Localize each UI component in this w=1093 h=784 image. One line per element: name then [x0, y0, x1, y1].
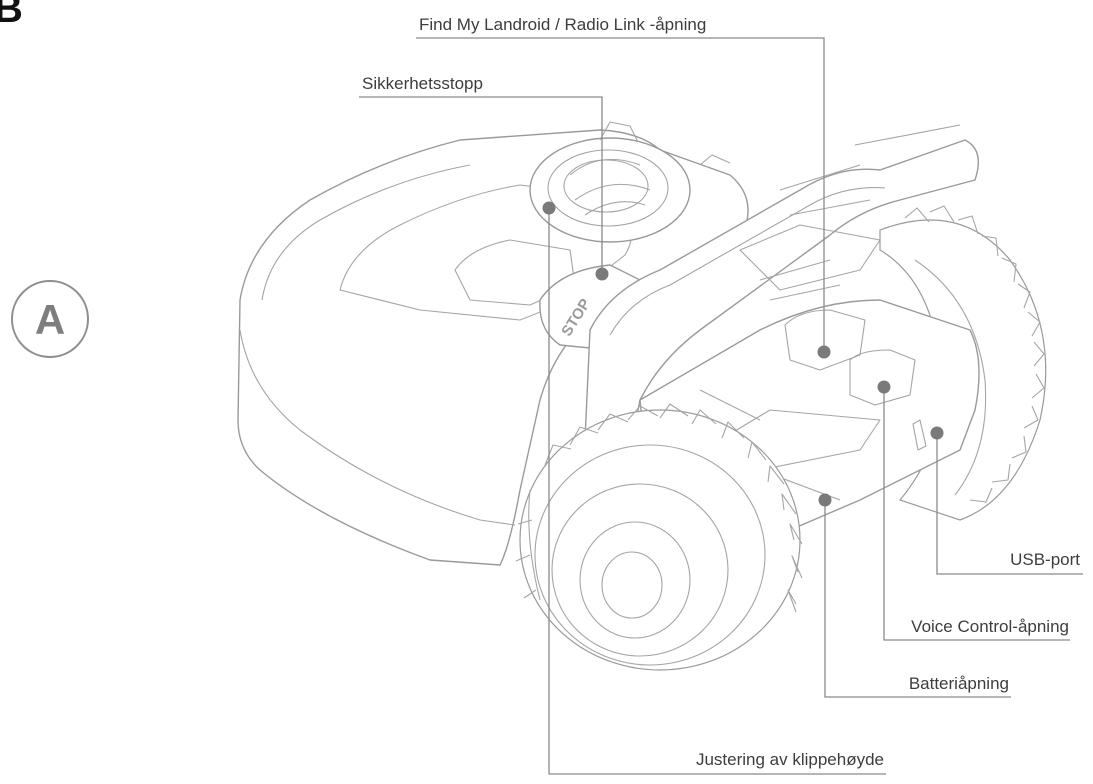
point-battery: [818, 493, 832, 507]
point-usb-port: [930, 426, 944, 440]
corner-label: B: [0, 0, 23, 31]
leader-voice-control: [883, 387, 1070, 641]
leader-usb-port: [936, 433, 1083, 575]
label-safety-stop: Sikkerhetsstopp: [362, 74, 483, 93]
leader-safety-stop: [359, 96, 603, 274]
label-battery: Batteriåpning: [909, 674, 1009, 693]
view-badge: A: [11, 280, 89, 358]
point-voice-control: [877, 380, 891, 394]
callout-leaders: [359, 37, 1083, 775]
callout-labels: Find My Landroid / Radio Link -åpning Si…: [362, 15, 1080, 769]
label-find-my-landroid: Find My Landroid / Radio Link -åpning: [419, 15, 706, 34]
front-wheel: [515, 403, 803, 671]
view-badge-letter: A: [35, 296, 65, 343]
leader-cutting-height: [548, 208, 886, 775]
leader-find-my-landroid: [416, 37, 825, 352]
robotic-mower-illustration: STOP: [237, 121, 1047, 671]
label-voice-control: Voice Control-åpning: [911, 617, 1069, 636]
point-cutting-height: [542, 201, 556, 215]
label-usb-port: USB-port: [1010, 550, 1080, 569]
point-find-my-landroid: [817, 345, 831, 359]
cutting-height-knob: [529, 121, 731, 243]
point-safety-stop: [595, 267, 609, 281]
leader-battery: [824, 500, 1011, 698]
label-cutting-height: Justering av klippehøyde: [696, 750, 884, 769]
